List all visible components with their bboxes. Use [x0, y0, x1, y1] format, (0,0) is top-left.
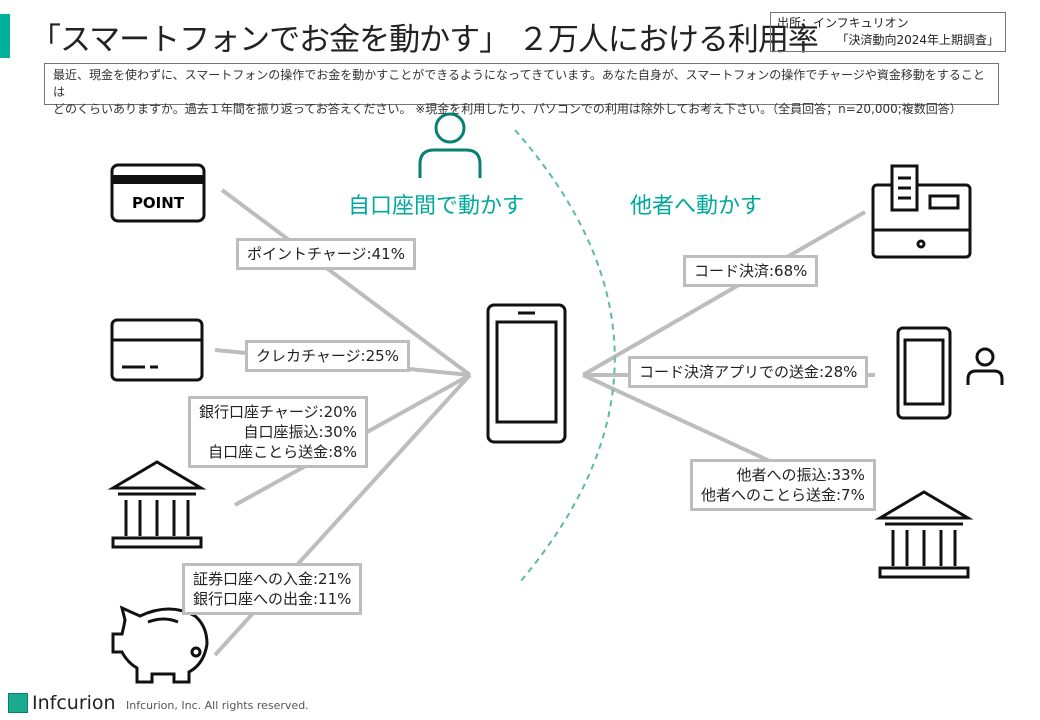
- own-accounts-heading: 自口座間で動かす: [348, 194, 525, 219]
- label-point-charge: ポイントチャージ:41%: [236, 238, 416, 270]
- question-text: 最近、現金を使わずに、スマートフォンの操作でお金を動かすことができるようになって…: [44, 63, 999, 116]
- phone-person-icon: [896, 326, 1004, 420]
- others-heading: 他者へ動かす: [630, 194, 763, 219]
- page-title: 「スマートフォンでお金を動かす」 ２万人における利用率: [30, 22, 819, 58]
- divider-arc: [514, 129, 616, 583]
- point-card-icon: POINT: [110, 163, 206, 223]
- question-line: 最近、現金を使わずに、スマートフォンの操作でお金を動かすことができるようになって…: [53, 68, 985, 99]
- label-code-payment: コード決済:68%: [683, 255, 819, 287]
- label-credit-charge: クレカチャージ:25%: [245, 340, 410, 372]
- question-line: どのくらいありますか。過去１年間を振り返ってお答えください。 ※現金を利用したり…: [53, 102, 962, 116]
- label-securities: 証券口座への入金:21%銀行口座への出金:11%: [182, 563, 363, 615]
- title-accent-bar: [0, 14, 10, 58]
- point-card-text: POINT: [132, 194, 185, 212]
- person-icon: [418, 112, 482, 178]
- cash-register-icon: [871, 164, 972, 259]
- piggy-bank-icon: [111, 605, 209, 684]
- source-line: 出所：インフキュリオン: [777, 16, 909, 30]
- bank-icon: [874, 490, 974, 579]
- credit-card-icon: [110, 318, 204, 382]
- bank-icon: [107, 460, 207, 549]
- source-line: 「決済動向2024年上期調査」: [836, 33, 999, 47]
- connector-point: [220, 188, 472, 377]
- company-logo: Infcurion: [8, 692, 116, 714]
- label-bank-own: 銀行口座チャージ:20%自口座振込:30%自口座ことら送金:8%: [188, 396, 368, 468]
- smartphone-icon: [486, 303, 567, 444]
- label-others-transfer: 他者への振込:33%他者へのことら送金:7%: [690, 459, 876, 511]
- copyright: Infcurion, Inc. All rights reserved.: [126, 699, 309, 712]
- connector-register: [581, 210, 867, 377]
- source-box: 出所：インフキュリオン 「決済動向2024年上期調査」: [770, 12, 1006, 52]
- label-app-transfer: コード決済アプリでの送金:28%: [628, 356, 869, 388]
